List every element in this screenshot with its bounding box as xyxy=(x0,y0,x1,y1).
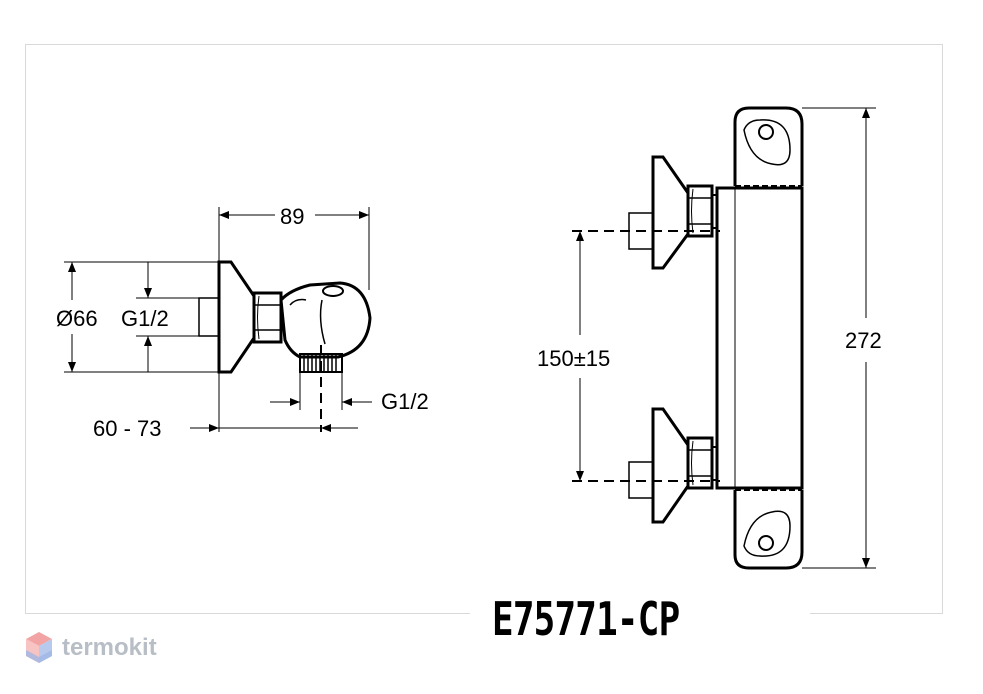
model-code-background xyxy=(470,590,810,650)
dim-89-label: 89 xyxy=(280,204,304,229)
front-view-dimensions xyxy=(576,107,876,569)
dim-spacing-label: 150±15 xyxy=(537,346,610,371)
termokit-cube-logo-icon xyxy=(26,632,52,663)
watermark-brand: termokit xyxy=(62,634,157,661)
dim-diameter-label: Ø66 xyxy=(56,306,98,331)
dim-depth-range-label: 60 - 73 xyxy=(93,416,162,441)
dim-thread-bottom-label: G1/2 xyxy=(381,389,429,414)
model-code: E75771-CP xyxy=(492,592,680,646)
side-view-dimensions xyxy=(64,207,372,432)
dim-height-label: 272 xyxy=(845,328,882,353)
front-view xyxy=(572,106,804,570)
side-view xyxy=(198,260,372,432)
dim-thread-left-label: G1/2 xyxy=(121,306,169,331)
watermark: termokit xyxy=(24,630,157,666)
